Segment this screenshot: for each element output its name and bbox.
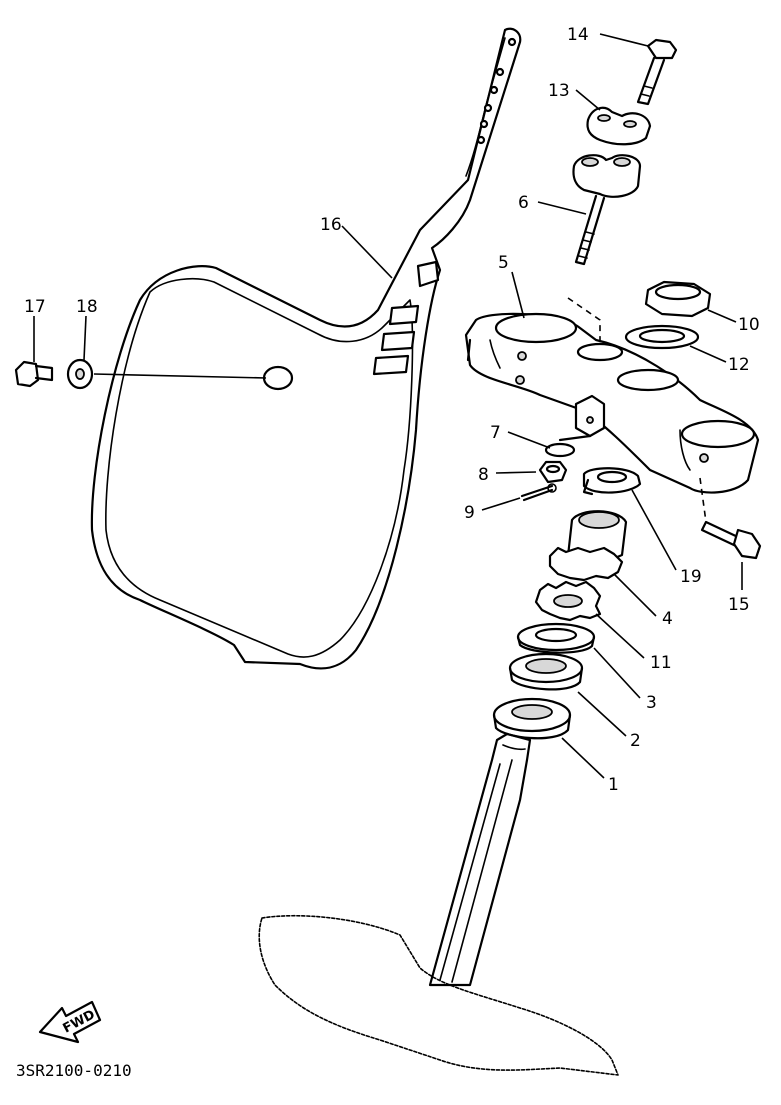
callout-9: 9	[464, 503, 475, 523]
frame-outline	[258, 914, 619, 1076]
callout-leaders	[33, 33, 743, 779]
callout-5: 5	[498, 253, 509, 273]
callout-18: 18	[76, 297, 98, 317]
handlebar-holder-6	[567, 154, 642, 345]
upper-bracket-5	[464, 312, 760, 494]
callout-11: 11	[650, 653, 672, 673]
upper-holder-13	[586, 106, 652, 146]
callout-2: 2	[630, 731, 641, 751]
ring-nut-4	[548, 510, 628, 582]
nut-8	[538, 460, 568, 484]
callout-14: 14	[567, 25, 589, 45]
bolt-15	[699, 477, 762, 560]
bolt-14	[636, 38, 678, 106]
nut-10	[644, 280, 712, 318]
callout-12: 12	[728, 355, 750, 375]
callout-8: 8	[478, 465, 489, 485]
callout-6: 6	[518, 193, 529, 213]
callout-labels: 14 13 6 5 16 17 18 10 12 7 8 9 19 15 4 1…	[24, 25, 760, 795]
callout-3: 3	[646, 693, 657, 713]
clip-bracket	[558, 394, 606, 442]
bearing-2	[508, 652, 584, 691]
callout-4: 4	[662, 609, 673, 629]
callout-7: 7	[490, 423, 501, 443]
washer-19	[582, 467, 642, 496]
ring-nut-11	[534, 580, 602, 622]
callout-17: 17	[24, 297, 46, 317]
steering-stem	[428, 732, 532, 987]
bolt-17	[14, 360, 54, 388]
washer-12	[624, 324, 700, 350]
callout-10: 10	[738, 315, 760, 335]
seal-3	[516, 622, 596, 654]
washer-7	[544, 442, 576, 458]
fwd-arrow: FWD	[38, 1000, 102, 1044]
callout-13: 13	[548, 81, 570, 101]
washer-18	[66, 358, 267, 390]
bearing-1	[492, 697, 572, 740]
callout-15: 15	[728, 595, 750, 615]
diagram-code: 3SR2100-0210	[16, 1061, 132, 1080]
callout-1: 1	[608, 775, 619, 795]
callout-19: 19	[680, 567, 702, 587]
number-plate-16	[90, 27, 522, 670]
cotter-pin-9	[520, 483, 557, 502]
callout-16: 16	[320, 215, 342, 235]
